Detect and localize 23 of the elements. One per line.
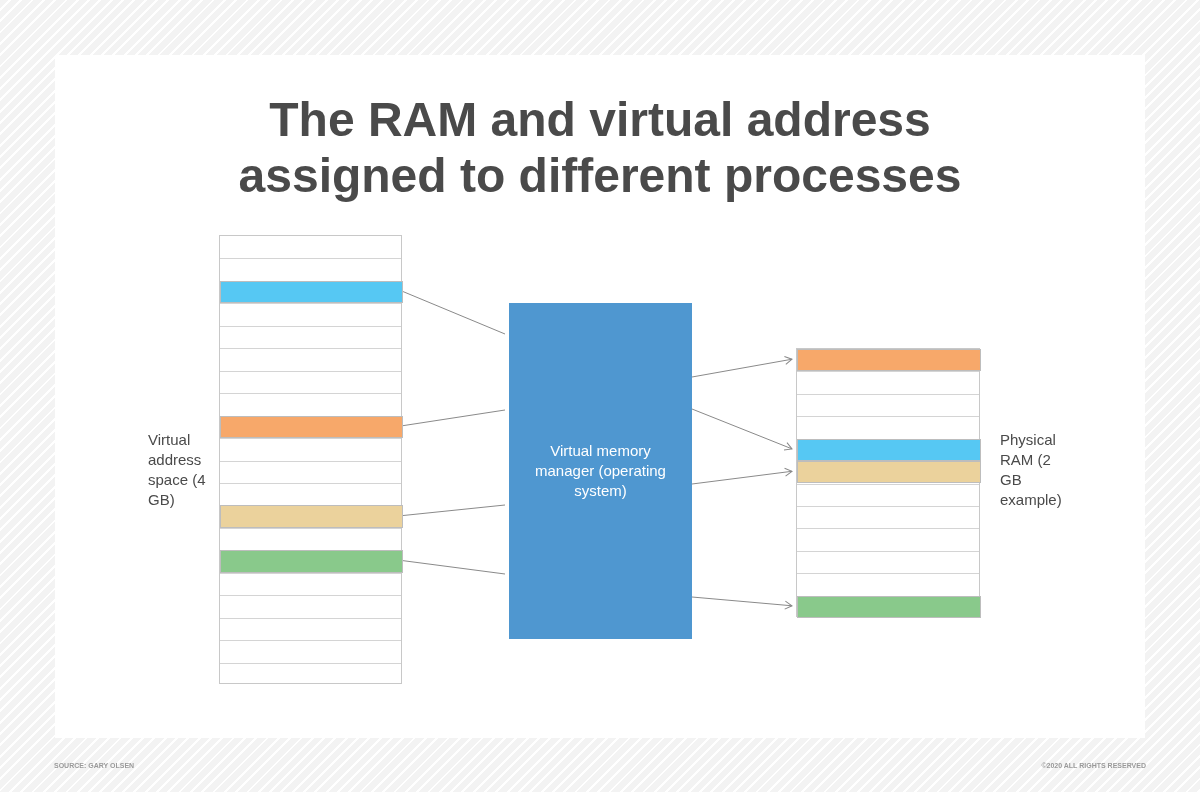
manager-box — [509, 303, 692, 639]
connector-line — [401, 290, 506, 335]
arrow — [691, 596, 793, 610]
connector-line — [401, 504, 506, 517]
memory-block — [220, 415, 403, 439]
memory-block — [797, 349, 981, 372]
arrow — [691, 356, 793, 378]
memory-block — [220, 280, 403, 304]
memory-stack — [796, 348, 980, 617]
memory-block — [797, 461, 981, 484]
node-label: Virtual memory manager (operating system) — [534, 441, 667, 501]
memory-block — [797, 438, 981, 462]
side-label: Physical RAM (2 GB example) — [1000, 430, 1062, 510]
memory-block — [220, 550, 403, 573]
memory-stack — [219, 235, 402, 684]
arrow — [691, 408, 793, 451]
connector-line — [401, 560, 506, 575]
memory-block — [797, 595, 981, 618]
connector-line — [401, 409, 506, 427]
memory-block — [220, 505, 403, 528]
side-label: Virtual address space (4 GB) — [148, 430, 207, 510]
title: The RAM and virtual address assigned to different processes — [237, 92, 963, 204]
arrow — [691, 467, 793, 485]
